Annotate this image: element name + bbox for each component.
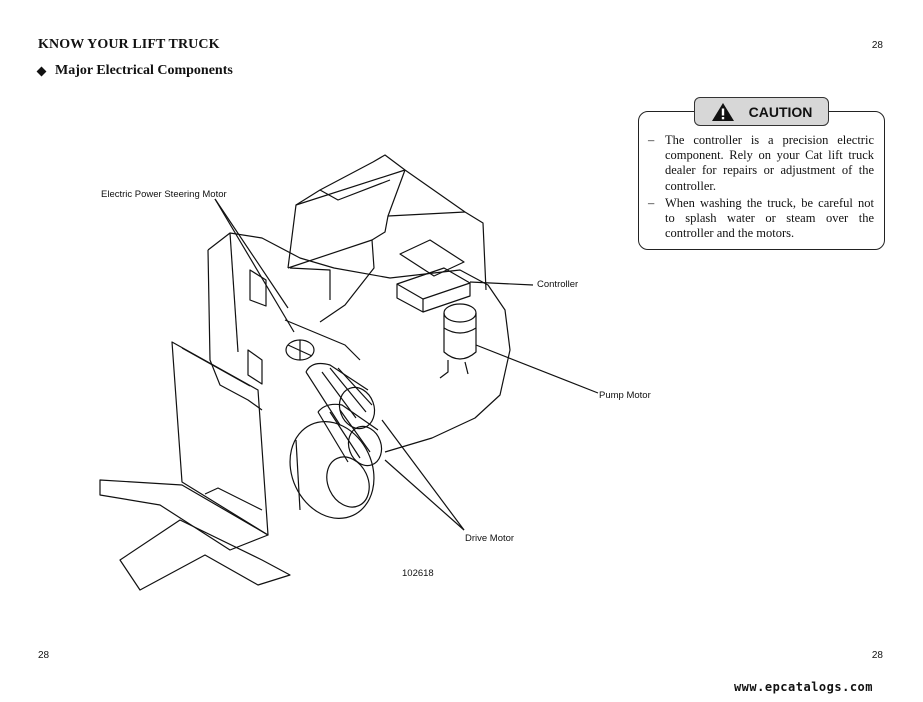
subheading-text: Major Electrical Components xyxy=(55,63,233,78)
page-number-bottom-left: 28 xyxy=(38,650,50,661)
caution-label-text: CAUTION xyxy=(748,103,813,120)
caution-item: –The controller is a precision electric … xyxy=(648,133,874,193)
page-number-bottom-right: 28 xyxy=(871,650,883,661)
caution-list: –The controller is a precision electric … xyxy=(648,133,874,243)
page-number-top: 28 xyxy=(871,40,883,51)
subheading: Major Electrical Components xyxy=(36,63,233,79)
watermark: www.epcatalogs.com xyxy=(733,680,873,694)
caution-label: CAUTION xyxy=(694,97,829,126)
label-controller: Controller xyxy=(537,279,579,290)
warning-triangle-icon xyxy=(711,102,734,121)
label-drive-motor: Drive Motor xyxy=(465,533,515,544)
figure-number: 102618 xyxy=(402,568,434,579)
label-pump-motor: Pump Motor xyxy=(599,390,651,401)
caution-item-text: When washing the truck, be careful not t… xyxy=(665,195,874,241)
caution-item: –When washing the truck, be careful not … xyxy=(648,195,874,241)
section-title: KNOW YOUR LIFT TRUCK xyxy=(38,37,220,52)
label-electric-power-steering-motor: Electric Power Steering Motor xyxy=(101,189,227,200)
caution-item-text: The controller is a precision electric c… xyxy=(665,133,874,193)
